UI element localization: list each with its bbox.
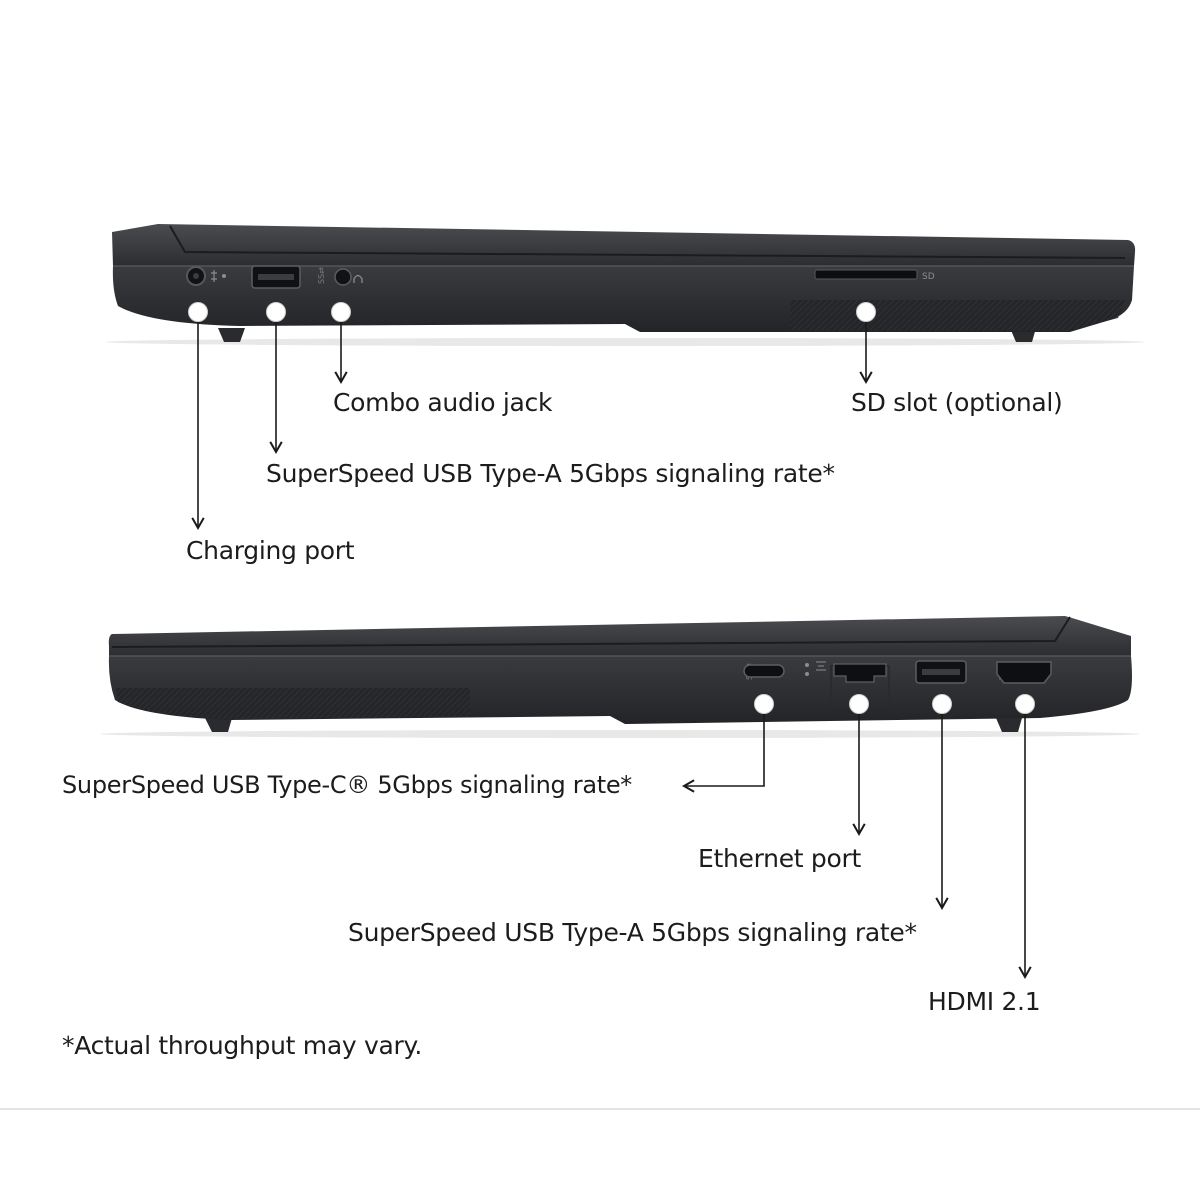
headphone-icon [353, 274, 363, 283]
marker-hdmi [1015, 694, 1035, 714]
marker-sd [856, 302, 876, 322]
label-ethernet-port: Ethernet port [698, 844, 861, 873]
power-plug-icon [211, 270, 217, 282]
led-icon-1 [805, 663, 809, 667]
sd-slot-icon [814, 269, 918, 280]
label-hdmi: HDMI 2.1 [928, 987, 1041, 1016]
label-charging-port: Charging port [186, 536, 355, 565]
usb-ss-icon: SS⇄ [317, 267, 326, 284]
led-icon-2 [805, 672, 809, 676]
left-base-grille [790, 300, 1125, 331]
right-lid [108, 616, 1132, 656]
right-shadow [100, 730, 1140, 738]
left-lid-edge [169, 225, 1126, 259]
usb-a2-port-tongue [922, 669, 960, 675]
left-foot-front [218, 328, 245, 342]
label-usb-a-right: SuperSpeed USB Type-A 5Gbps signaling ra… [348, 918, 917, 947]
marker-usb-a2 [932, 694, 952, 714]
callout-usb-c [681, 714, 765, 793]
label-usb-c: SuperSpeed USB Type-C® 5Gbps signaling r… [62, 771, 632, 799]
marker-usb-a [266, 302, 286, 322]
right-foot-back [996, 718, 1022, 732]
usb-c-port-icon [743, 664, 785, 678]
bottom-divider [0, 1108, 1200, 1110]
right-base-grille [116, 688, 470, 719]
charge-led-icon [222, 274, 226, 278]
marker-charging [188, 302, 208, 322]
charging-port-inner [193, 273, 199, 279]
label-sd-slot: SD slot (optional) [851, 388, 1063, 417]
ethernet-port-icon [833, 663, 887, 683]
sd-marking: SD [922, 272, 935, 282]
right-foot-front [205, 718, 232, 732]
usb-a-port-tongue [258, 274, 294, 280]
marker-audio [331, 302, 351, 322]
left-lid [112, 224, 1136, 266]
network-icon [816, 661, 826, 671]
laptop-left-side: SS⇄ SD [105, 224, 1145, 531]
marker-usb-c [754, 694, 774, 714]
hdmi-port-icon [996, 661, 1052, 684]
right-lid-edge [111, 616, 1071, 648]
marker-ethernet [849, 694, 869, 714]
footnote: *Actual throughput may vary. [62, 1031, 423, 1060]
audio-jack-icon [334, 268, 352, 286]
laptop-right-side: SS⇄ SS⇄ HDMI [100, 616, 1140, 980]
label-usb-a-left: SuperSpeed USB Type-A 5Gbps signaling ra… [266, 459, 835, 488]
left-shadow [105, 338, 1145, 346]
label-combo-audio-jack: Combo audio jack [333, 388, 553, 417]
